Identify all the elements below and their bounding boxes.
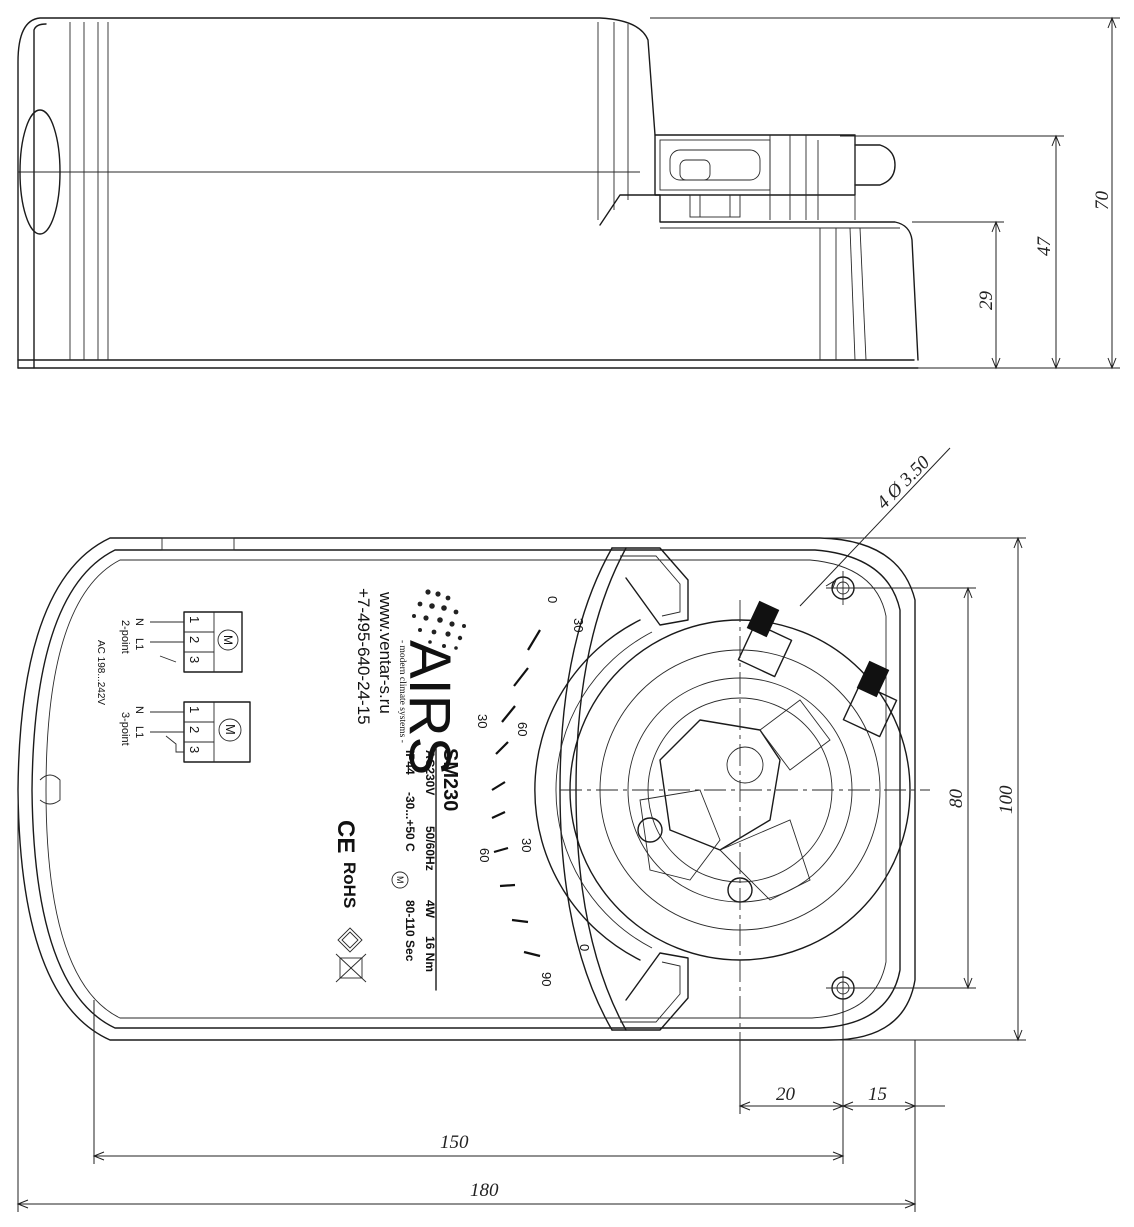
terminal-3: 3 — [187, 656, 202, 663]
dim-47: 47 — [1034, 236, 1055, 257]
motor-symbol: M — [223, 724, 238, 735]
weee-bin-icon — [335, 953, 367, 983]
wiring-2-point: M 1 2 3 N L1 2-point AC 198...242V — [95, 611, 243, 705]
dim-29: 29 — [976, 291, 997, 311]
side-view: 29 47 70 — [17, 16, 1120, 370]
rohs-mark: RoHS — [340, 862, 359, 908]
terminal-2: 2 — [187, 726, 202, 733]
scale-label: 30 — [519, 838, 534, 852]
spec-torque: 16 Nm — [423, 936, 437, 972]
dim-hole-diameter: 4 Ø 3.50 — [873, 452, 935, 514]
line-n: N — [133, 618, 145, 626]
dim-100: 100 — [996, 785, 1017, 814]
scale-label: 30 — [475, 714, 490, 728]
dim-70: 70 — [1092, 191, 1113, 211]
line-n: N — [133, 706, 145, 714]
spec-power: 4W — [423, 900, 437, 919]
scale-label: 0 — [577, 944, 592, 951]
supply-voltage: AC 198...242V — [95, 640, 106, 705]
scale-label: 30 — [571, 618, 586, 632]
dim-180: 180 — [470, 1180, 499, 1201]
spec-runtime: 80-110 Sec — [403, 900, 417, 962]
dim-20: 20 — [776, 1084, 796, 1105]
angle-scale: 0 30 30 60 30 60 90 0 — [475, 596, 592, 986]
scale-label: 60 — [477, 848, 492, 862]
website: www.ventar-s.ru — [376, 591, 395, 714]
phone: +7-495-640-24-15 — [354, 588, 373, 725]
mode-3-point: 3-point — [119, 712, 131, 746]
double-insulation-icon — [337, 927, 363, 953]
wiring-3-point: M 1 2 3 N L1 3-point — [119, 701, 251, 763]
motor-timing-icon: M — [391, 871, 409, 889]
dim-80: 80 — [946, 789, 967, 809]
scale-label: 0 — [545, 596, 560, 603]
motor-symbol: M — [221, 635, 235, 645]
terminal-2: 2 — [187, 636, 202, 643]
screw-icon — [842, 660, 898, 738]
ce-mark: CE — [332, 820, 359, 853]
scale-label: 60 — [515, 722, 530, 736]
model-name: SM230 — [439, 748, 461, 811]
scale-label: 90 — [539, 972, 554, 986]
spec-temperature: -30...+50 C — [403, 792, 417, 852]
spec-ip: IP44 — [403, 750, 417, 775]
spec-voltage: AC230V — [423, 750, 437, 795]
mode-2-point: 2-point — [119, 620, 131, 654]
terminal-1: 1 — [187, 706, 202, 713]
mounting-hole-top — [826, 571, 860, 605]
svg-text:M: M — [395, 876, 405, 884]
brand-logo-text: AIRS — [397, 640, 462, 775]
dim-15: 15 — [868, 1084, 887, 1105]
line-l1: L1 — [133, 726, 145, 738]
terminal-1: 1 — [187, 616, 202, 623]
product-label: AIRS - modern climate systems - SM230 AC… — [332, 588, 466, 991]
top-view: 0 30 30 60 30 60 90 0 AIRS - modern clim… — [16, 447, 1026, 1212]
mounting-hole-bottom — [826, 971, 860, 1005]
line-l1: L1 — [133, 638, 145, 650]
terminal-3: 3 — [187, 746, 202, 753]
dim-150: 150 — [440, 1132, 469, 1153]
airs-logo-icon — [412, 589, 466, 650]
screw-icon — [737, 600, 793, 678]
brand-tagline: - modern climate systems - — [397, 640, 407, 743]
spec-frequency: 50/60Hz — [423, 826, 437, 871]
